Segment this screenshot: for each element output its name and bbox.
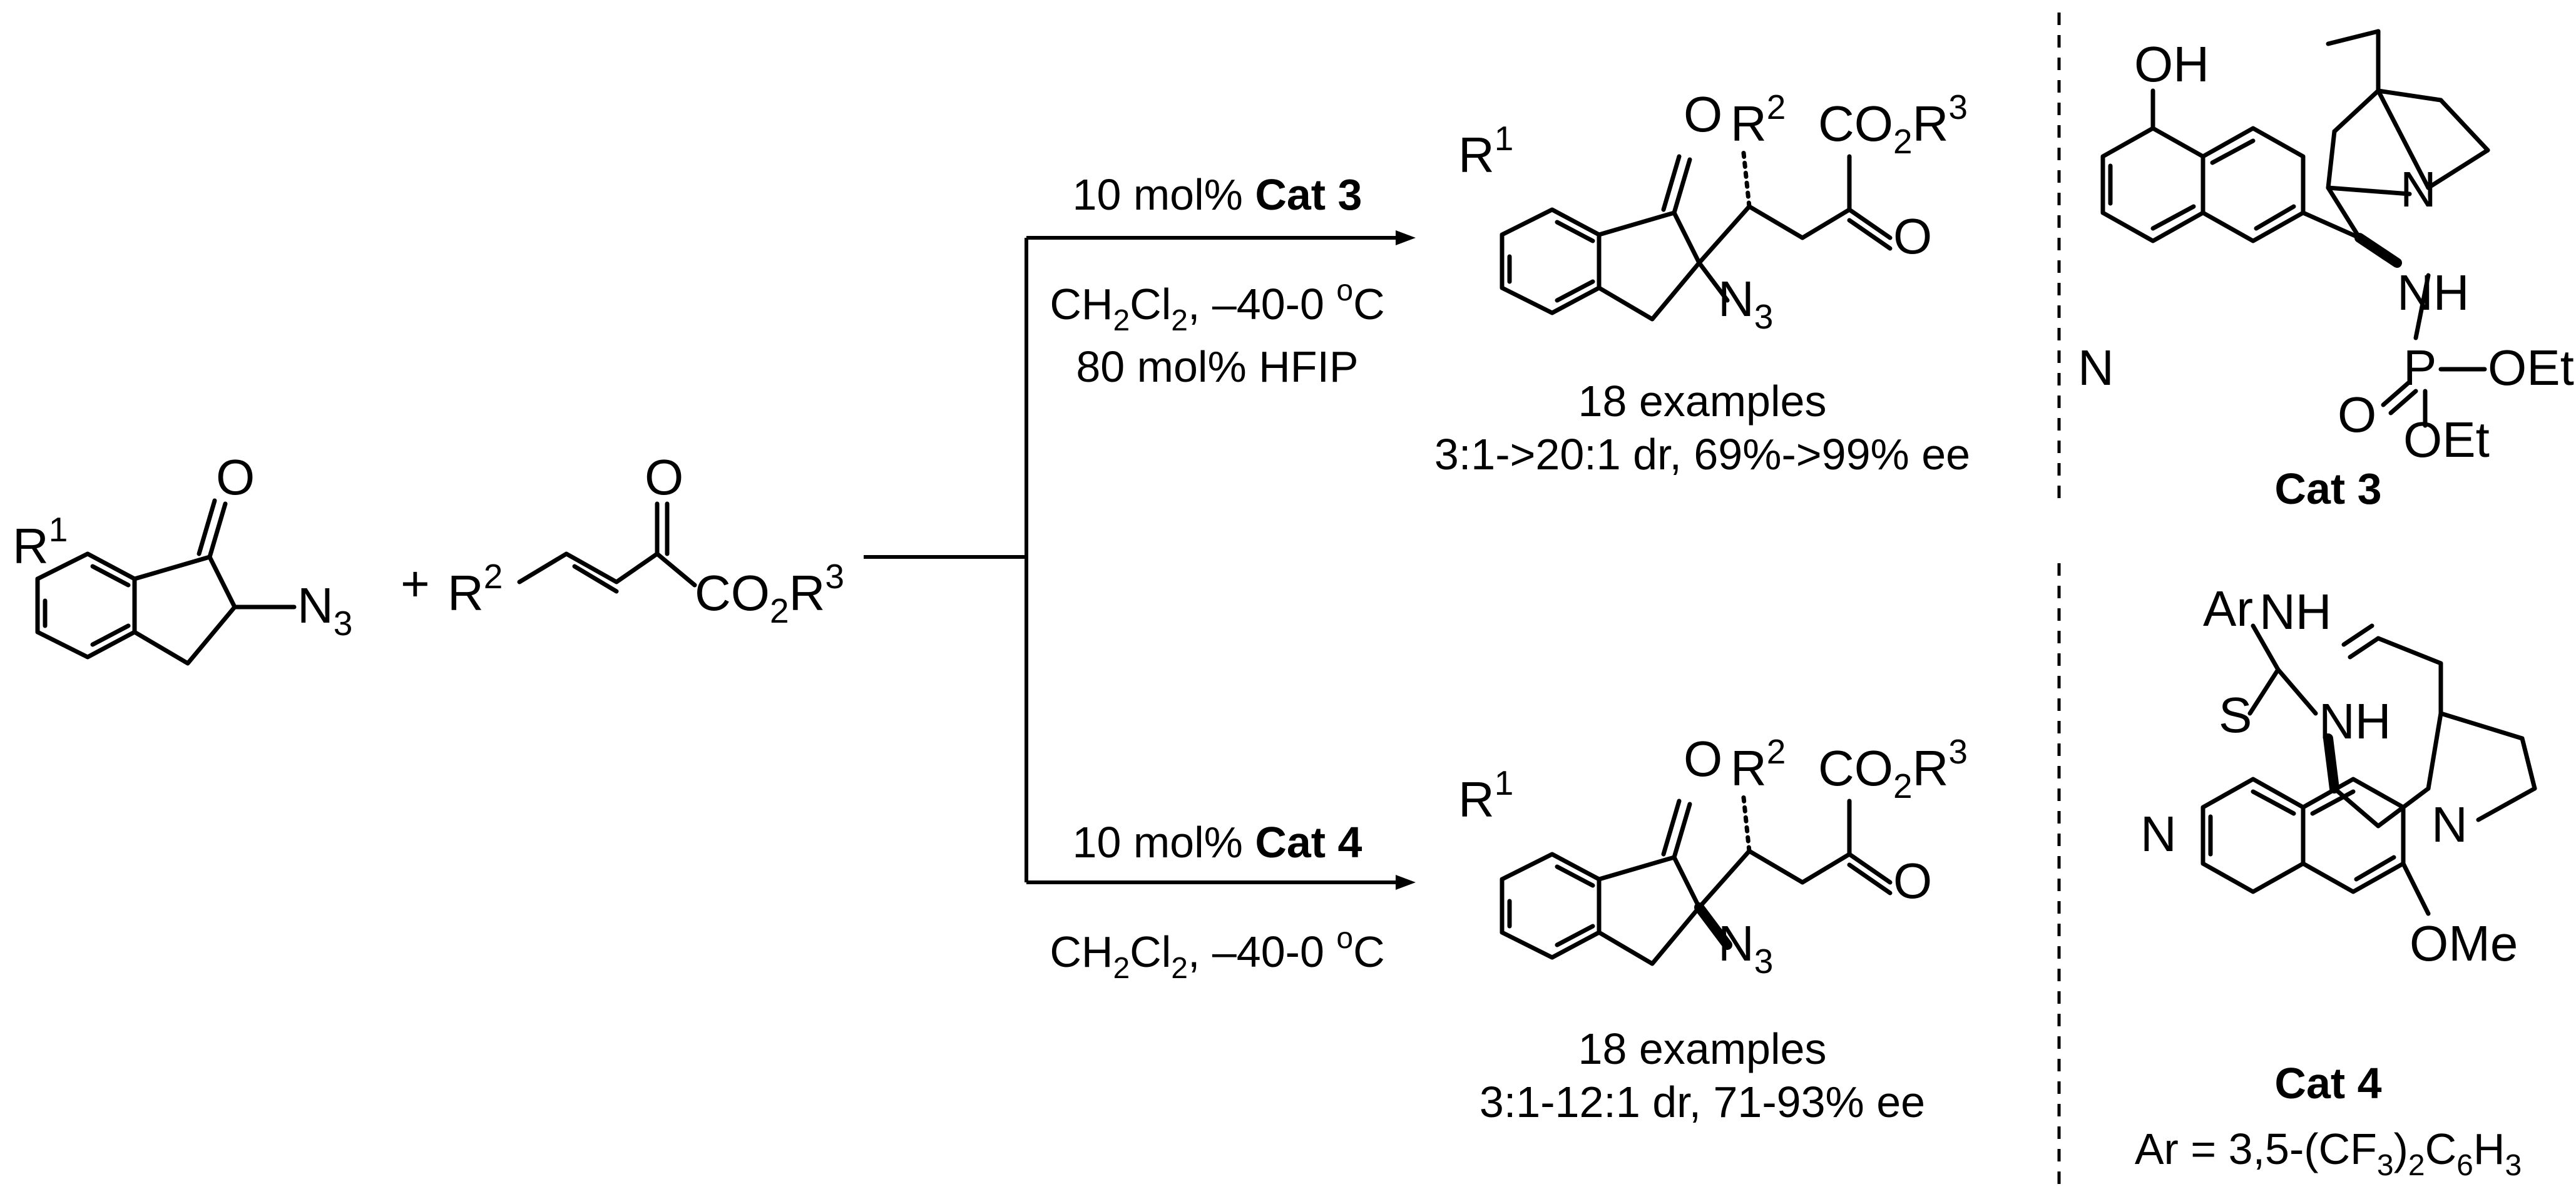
cat4-methoxy: OMe xyxy=(2410,916,2518,971)
cat3-phosphoryl-o: O xyxy=(2338,387,2376,442)
cat3-nh: NH xyxy=(2397,265,2470,320)
top-additive: 80 mol% HFIP xyxy=(1076,342,1358,391)
top-examples: 18 examples xyxy=(1578,377,1827,426)
cat3-quinoline-n: N xyxy=(2078,340,2114,395)
bottom-product-ketone-oxygen: O xyxy=(1893,853,1932,909)
bottom-product-r2: R2 xyxy=(1730,732,1786,796)
top-solvent-temperature: CH2Cl2, –40-0 oC xyxy=(1050,274,1384,337)
top-product-azide: N3 xyxy=(1718,271,1773,336)
unsaturated-ketoester: R2 O CO2R3 xyxy=(447,449,844,630)
bottom-solvent-temperature: CH2Cl2, –40-0 oC xyxy=(1050,922,1384,985)
cat4-nh-2: NH xyxy=(2319,693,2391,749)
catalyst-4-structure: Ar NH S NH N N OMe Cat 4 Ar = 3,5-(CF3)2… xyxy=(2135,581,2537,1182)
bottom-catalyst-loading: 10 mol% Cat 4 xyxy=(1073,818,1362,867)
azido-indanone: O N3 R1 xyxy=(13,449,352,666)
cat3-quinuclidine-n: N xyxy=(2400,161,2436,217)
r1-substituent: R1 xyxy=(13,510,68,574)
cat3-label: Cat 3 xyxy=(2274,464,2381,513)
cat3-hydroxyl: OH xyxy=(2134,36,2209,92)
bottom-product-ester: CO2R3 xyxy=(1818,732,1968,805)
cat3-oet-1: OEt xyxy=(2488,340,2574,395)
top-product-carbonyl-oxygen: O xyxy=(1684,86,1722,142)
bottom-product-carbonyl-oxygen: O xyxy=(1684,731,1722,787)
carbonyl-oxygen: O xyxy=(216,449,255,505)
cat4-quinuclidine-n: N xyxy=(2431,797,2468,852)
bottom-product-r1: R1 xyxy=(1458,763,1513,827)
bottom-selectivity: 3:1-12:1 dr, 71-93% ee xyxy=(1480,1078,1925,1126)
ester-group: CO2R3 xyxy=(695,557,844,630)
cat4-label: Cat 4 xyxy=(2274,1059,2381,1108)
cat4-quinoline-n: N xyxy=(2140,806,2177,862)
azide-group: N3 xyxy=(297,578,352,643)
plus-sign: + xyxy=(401,556,430,611)
top-product-r1: R1 xyxy=(1458,119,1513,183)
cat3-oet-2: OEt xyxy=(2403,412,2490,467)
cat4-sulfur: S xyxy=(2219,687,2252,743)
ketone-oxygen: O xyxy=(645,449,683,505)
cat4-ar-definition: Ar = 3,5-(CF3)2C6H3 xyxy=(2135,1125,2522,1182)
bottom-product-azide: N3 xyxy=(1718,916,1773,981)
branching-arrows xyxy=(864,230,1416,890)
top-catalyst-loading: 10 mol% Cat 3 xyxy=(1073,170,1362,219)
top-conditions: 10 mol% Cat 3 CH2Cl2, –40-0 oC 80 mol% H… xyxy=(1050,170,1384,391)
cat4-ar-group: Ar xyxy=(2203,581,2253,636)
top-product-ester: CO2R3 xyxy=(1818,88,1968,161)
cat4-nh-1: NH xyxy=(2259,584,2332,640)
bottom-product: O R1 R2 CO2R3 O N3 18 examples 3:1-12:1 … xyxy=(1458,731,1968,1126)
bottom-conditions: 10 mol% Cat 4 CH2Cl2, –40-0 oC xyxy=(1050,818,1384,985)
top-product-ketone-oxygen: O xyxy=(1893,208,1932,264)
top-product: O R1 R2 CO2R3 O N3 18 examples 3:1->20:1… xyxy=(1434,86,1970,479)
cat3-phosphorus: P xyxy=(2403,340,2436,395)
r2-substituent: R2 xyxy=(447,557,503,621)
bottom-examples: 18 examples xyxy=(1578,1024,1827,1073)
catalyst-3-structure: OH N N NH P O OEt OEt Cat 3 xyxy=(2078,29,2574,513)
top-product-r2: R2 xyxy=(1730,88,1786,151)
top-selectivity: 3:1->20:1 dr, 69%->99% ee xyxy=(1434,430,1970,479)
